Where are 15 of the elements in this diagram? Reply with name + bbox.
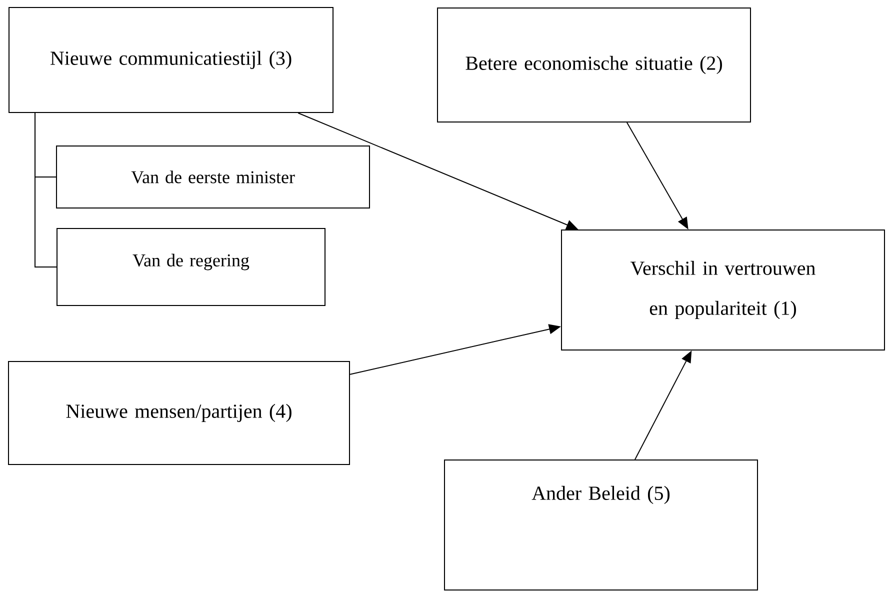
box [56,146,370,208]
box [437,8,751,122]
box [444,460,758,590]
box-text: Nieuwe mensen/partijen (4) [66,404,292,422]
box-text: Van de regering [132,254,250,270]
box [56,228,326,306]
box [8,7,334,113]
box-text: Betere economische situatie (2) [466,56,722,74]
box-text: Ander Beleid (5) [532,486,670,504]
box-text: Verschil in vertrouwen en populariteit (1) [630,260,816,320]
box [561,230,885,350]
box-text: Van de eerste minister [131,170,295,184]
box [8,361,350,465]
connector-line [34,112,57,268]
box-text: Nieuwe communicatiestijl (3) [50,50,292,70]
